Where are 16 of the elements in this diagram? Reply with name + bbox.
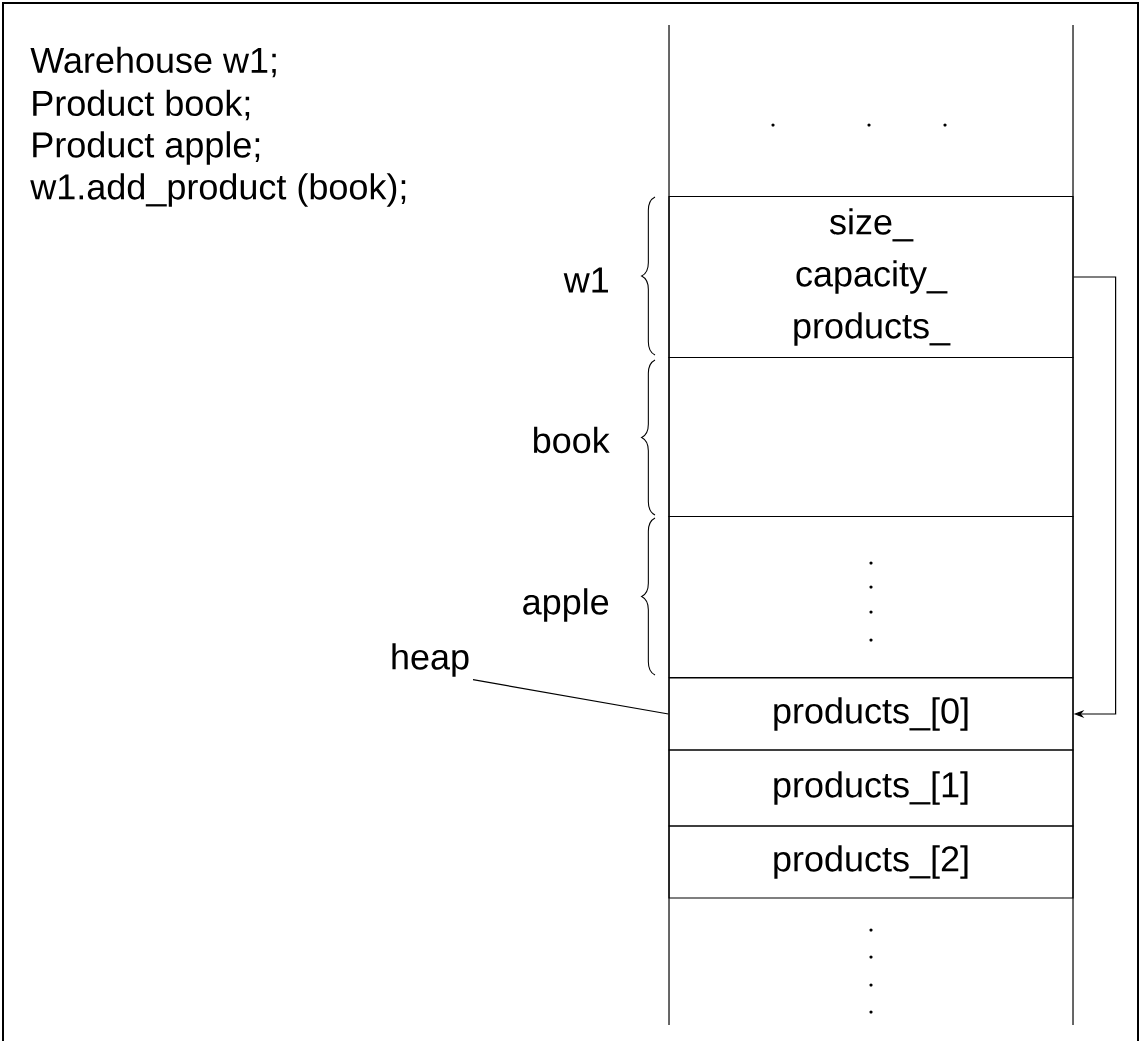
memory-cell: products_[0]	[668, 677, 1074, 751]
memory-cell: size_ capacity_ products_	[668, 195, 1074, 359]
code-line: w1.add_product (book);	[30, 173, 406, 207]
memory-cell	[668, 356, 1074, 518]
brace-label: book	[534, 426, 610, 454]
label-text: heap	[392, 643, 469, 677]
memory-cell	[668, 515, 1074, 679]
arrow	[1073, 276, 1117, 719]
memory-cell: products_[2]	[668, 825, 1074, 899]
code-line: Product apple;	[33, 131, 260, 165]
leader-line	[472, 679, 669, 715]
brace-label: w1	[563, 267, 608, 293]
code-line: Product book;	[33, 89, 250, 121]
brace-label: apple	[523, 588, 609, 622]
memory-cell: products_[1]	[668, 749, 1074, 827]
code-line: Warehouse w1;	[30, 46, 276, 78]
